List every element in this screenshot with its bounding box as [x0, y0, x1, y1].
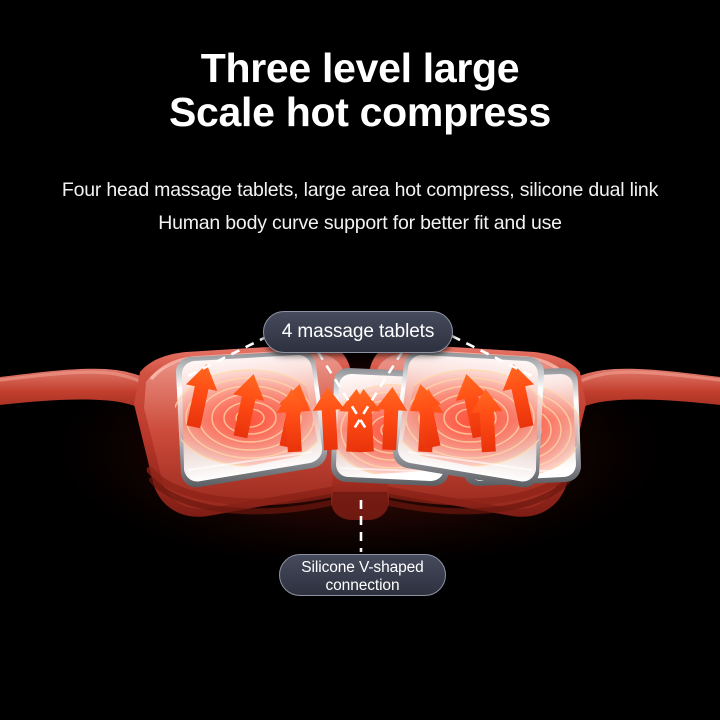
heat-arrow [375, 387, 408, 451]
heat-arrow [233, 374, 265, 439]
heat-arrow [470, 389, 503, 453]
heat-arrow [276, 389, 309, 453]
heat-arrow [348, 389, 381, 453]
leader-line-pad1 [187, 334, 269, 378]
heat-arrows [186, 364, 534, 453]
heat-arrow [409, 384, 441, 449]
headline-line-2: Scale hot compress [169, 89, 551, 135]
page-subtitle: Four head massage tablets, large area ho… [0, 174, 720, 240]
heat-arrow [279, 384, 311, 449]
heat-arrows-right [470, 389, 503, 453]
silicone-v-connector [331, 430, 389, 520]
right-arm [534, 368, 720, 424]
heat-arrow [312, 387, 345, 451]
subtitle-line-2: Human body curve support for better fit … [158, 212, 562, 234]
heat-arrow [502, 364, 534, 429]
page-headline: Three level large Scale hot compress [0, 46, 720, 134]
leader-lines [187, 334, 533, 552]
massage-pad-1 [172, 351, 328, 488]
leader-line-pad4 [451, 334, 533, 378]
callout-massage-tablets: 4 massage tablets [263, 311, 453, 353]
heat-arrow [339, 389, 372, 453]
heat-arrow [186, 364, 218, 429]
massage-pad-3 [460, 368, 582, 486]
massage-pad-2 [330, 368, 452, 486]
massage-pad-4 [392, 351, 548, 488]
callout-silicone-connection: Silicone V-shaped connection [279, 554, 446, 596]
callout-connection-line-2: connection [325, 576, 400, 594]
subtitle-line-1: Four head massage tablets, large area ho… [61, 179, 659, 201]
left-body-shell [134, 343, 363, 517]
left-arm [0, 368, 186, 424]
leader-line-pad2 [316, 351, 370, 433]
callout-connection-line-1: Silicone V-shaped [301, 559, 424, 576]
headline-line-1: Three level large [200, 45, 520, 91]
heat-arrow [455, 374, 487, 439]
leader-line-pad3 [350, 351, 404, 433]
heat-arrow [411, 389, 444, 453]
right-body-shell [357, 343, 586, 517]
ambient-glow [30, 320, 690, 580]
